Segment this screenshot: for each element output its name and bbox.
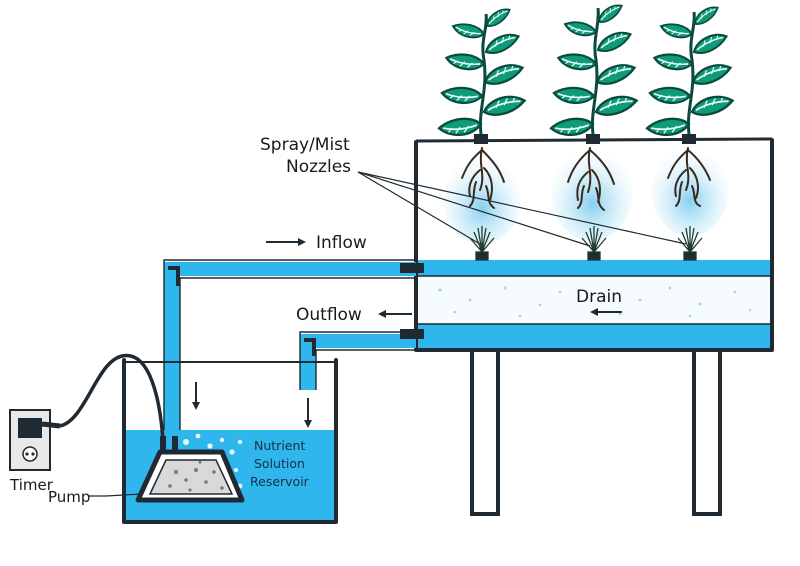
nozzles-label-line1: Spray/Mist xyxy=(260,135,350,155)
reservoir-label-line1: Nutrient xyxy=(254,438,305,453)
inflow-label: Inflow xyxy=(316,233,367,253)
arrow-down-icon xyxy=(304,398,312,428)
timer-label: Timer xyxy=(9,476,54,494)
nozzles-label-line2: Nozzles xyxy=(286,157,351,177)
reservoir-label-line2: Solution xyxy=(254,456,305,471)
power-outlet-icon xyxy=(9,409,61,471)
mist-clouds xyxy=(444,148,728,244)
chamber-legs xyxy=(470,348,722,516)
nozzle-3 xyxy=(677,226,703,261)
right-leg xyxy=(692,348,722,516)
spray-nozzles xyxy=(469,226,703,261)
plant-3 xyxy=(645,2,736,144)
outflow-label: Outflow xyxy=(296,305,362,325)
pump xyxy=(135,436,245,503)
outflow-pipe xyxy=(299,329,424,390)
drain-channel xyxy=(416,324,770,348)
plant-1 xyxy=(437,4,528,144)
leader-lines xyxy=(88,171,687,497)
left-leg xyxy=(470,348,500,516)
nozzle-2 xyxy=(581,226,607,261)
outflow-connector xyxy=(400,329,424,339)
inflow-connector xyxy=(400,263,424,273)
chamber-outline xyxy=(414,138,774,352)
arrow-down-icon xyxy=(192,382,200,410)
arrow-left-icon xyxy=(590,308,622,316)
power-cord xyxy=(59,353,165,441)
nozzle-1 xyxy=(469,226,495,261)
spray-manifold xyxy=(416,260,770,276)
drain-label: Drain xyxy=(576,287,622,307)
arrow-left-icon xyxy=(378,310,412,318)
drain-droplets xyxy=(438,286,752,318)
drain-area xyxy=(416,275,770,325)
inflow-pipe xyxy=(163,259,424,440)
arrow-right-icon xyxy=(266,238,306,246)
reservoir-label-line3: Reservoir xyxy=(250,474,310,489)
pump-label: Pump xyxy=(48,488,90,506)
plant-2 xyxy=(549,0,640,144)
plant-roots xyxy=(461,147,711,211)
plants xyxy=(437,0,736,144)
growing-chamber xyxy=(414,137,774,352)
